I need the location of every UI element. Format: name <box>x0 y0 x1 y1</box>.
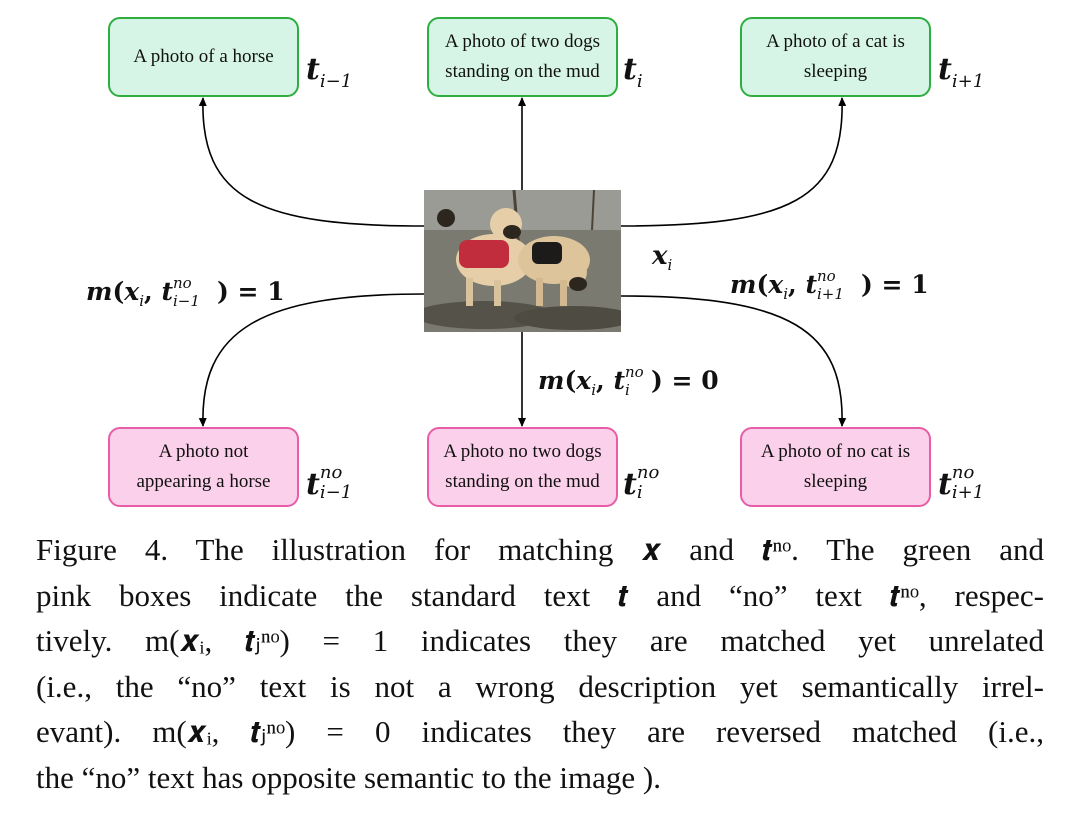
label-t-i: ti <box>623 52 643 92</box>
label-t-i-plus-1: ti+1 <box>938 52 985 92</box>
label-t-i-minus-1: ti−1 <box>306 52 353 92</box>
green-box-horse-text: A photo of a horse <box>133 46 274 67</box>
connector-arrows <box>198 97 847 427</box>
caption-line-4: (i.e., the “no” text is not a wrong desc… <box>36 668 1044 704</box>
green-box-horse: A photo of a horse <box>108 17 299 97</box>
pink-box-no-two-dogs: A photo no two dogs standing on the mud <box>427 427 618 507</box>
green-box-cat-line2: sleeping <box>803 61 868 82</box>
green-box-cat: A photo of a cat is sleeping <box>740 17 931 97</box>
caption-line-3: tively. m(𝒙ᵢ, 𝒕ⱼⁿᵒ) = 1 indicates they a… <box>36 623 1044 658</box>
pink-box-no-two-dogs-line2: standing on the mud <box>445 471 600 492</box>
photo-two-pugs <box>414 189 634 332</box>
caption-line-2: pink boxes indicate the standard text 𝒕 … <box>36 577 1044 613</box>
arrow-to-horse <box>198 97 425 227</box>
arrow-to-no-cat <box>620 295 847 427</box>
image-label-x-i: xi <box>652 241 673 274</box>
figure-caption: Figure 4. The illustration for matching … <box>36 527 1044 800</box>
pink-box-not-horse-line2: appearing a horse <box>136 471 271 492</box>
pug-illustration <box>414 189 634 332</box>
green-box-two-dogs: A photo of two dogs standing on the mud <box>427 17 618 97</box>
caption-line-5: evant). m(𝒙ᵢ, 𝒕ⱼⁿᵒ) = 0 indicates they a… <box>36 714 1044 749</box>
arrow-to-cat <box>620 97 847 227</box>
arrow-to-not-horse <box>198 293 425 427</box>
green-box-two-dogs-line2: standing on the mud <box>445 61 600 82</box>
green-box-cat-line1: A photo of a cat is <box>766 31 905 52</box>
pink-box-not-horse-line1: A photo not <box>158 441 249 462</box>
caption-line-6: the “no” text has opposite semantic to t… <box>36 759 661 795</box>
green-box-two-dogs-line1: A photo of two dogs <box>444 31 601 52</box>
pink-box-no-cat: A photo of no cat is sleeping <box>740 427 931 507</box>
pink-box-not-horse: A photo not appearing a horse <box>108 427 299 507</box>
pink-box-no-cat-line2: sleeping <box>803 471 868 492</box>
pink-box-no-cat-line1: A photo of no cat is <box>760 441 911 462</box>
pink-box-no-two-dogs-line1: A photo no two dogs <box>443 441 602 462</box>
caption-line-1: Figure 4. The illustration for matching … <box>36 532 1044 567</box>
